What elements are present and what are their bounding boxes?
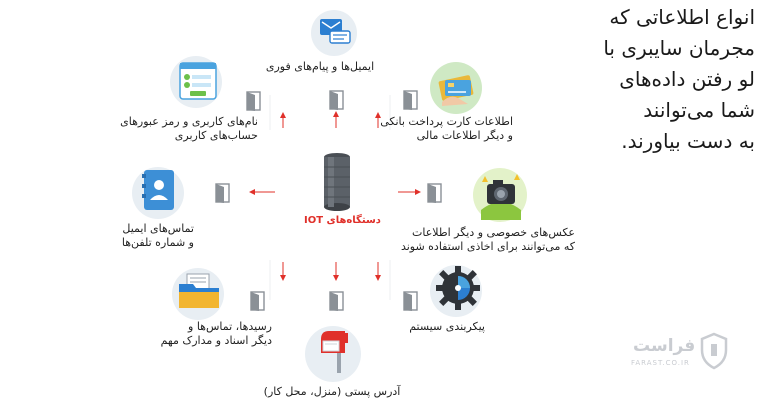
headline-line: مجرمان سایبری با: [603, 36, 755, 60]
headline-line: لو رفتن داده‌های: [619, 67, 755, 91]
email-label: ایمیل‌ها و پیام‌های فوری: [250, 60, 390, 74]
config-label: پیکربندی سیستم: [405, 320, 485, 334]
headline-line: شما می‌توانند: [643, 98, 755, 122]
receipts-label-line: دیگر اسناد و مدارک مهم: [160, 334, 272, 347]
door-icon: [329, 90, 344, 110]
receipts-label: رسیدها، تماس‌ها و دیگر اسناد و مدارک مهم: [150, 320, 272, 348]
chat-email-icon: [320, 19, 351, 44]
bank-label: اطلاعات کارت پرداخت بانکی و دیگر اطلاعات…: [380, 115, 513, 143]
photos-label-line: که می‌توانند برای اخاذی استفاده شوند: [400, 240, 575, 253]
email-label-line: ایمیل‌ها و پیام‌های فوری: [265, 60, 375, 73]
credentials-label-line: نام‌های کاربری و رمز عبورهای: [120, 115, 258, 128]
door-icon: [403, 90, 418, 110]
login-form-icon: [179, 62, 217, 100]
photos-label: عکس‌های خصوصی و دیگر اطلاعات که می‌توانن…: [400, 226, 575, 254]
address-book-icon: [142, 170, 174, 210]
brand-logo: فراست FARAST.CO.IR: [627, 332, 732, 372]
center-label: دستگاه‌های IOT: [304, 215, 381, 226]
camera-icon: [481, 174, 521, 220]
payment-card-icon: [438, 75, 474, 106]
config-label-line: پیکربندی سیستم: [409, 320, 485, 333]
folder-icon: [179, 273, 219, 308]
door-icon: [329, 291, 344, 311]
gear-globe-icon: [436, 266, 480, 310]
contacts-label-line: و شماره تلفن‌ها: [121, 236, 194, 249]
address-label-line: آدرس پستی (منزل، محل کار): [263, 385, 401, 398]
photos-label-line: عکس‌های خصوصی و دیگر اطلاعات: [411, 226, 575, 239]
brand-sub: FARAST.CO.IR: [631, 359, 690, 367]
address-label: آدرس پستی (منزل، محل کار): [262, 385, 402, 399]
headline-line: به دست بیاورند.: [621, 129, 755, 153]
contacts-label: تماس‌های ایمیل و شماره تلفن‌ها: [110, 222, 194, 250]
credentials-label: نام‌های کاربری و رمز عبورهای حساب‌های کا…: [120, 115, 258, 143]
door-icon: [215, 183, 230, 203]
door-icon: [427, 183, 442, 203]
bank-label-line: و دیگر اطلاعات مالی: [416, 129, 513, 142]
door-icon: [246, 91, 261, 111]
headline: انواع اطلاعاتی که مجرمان سایبری با لو رف…: [505, 2, 755, 157]
receipts-label-line: رسیدها، تماس‌ها و: [188, 320, 272, 333]
door-icon: [250, 291, 265, 311]
bank-label-line: اطلاعات کارت پرداخت بانکی: [380, 115, 513, 128]
brand-name: فراست: [633, 336, 696, 356]
contacts-label-line: تماس‌های ایمیل: [122, 222, 194, 235]
shield-icon: [700, 332, 728, 370]
credentials-label-line: حساب‌های کاربری: [174, 129, 258, 142]
iot-speaker-icon: [324, 153, 350, 211]
mailbox-icon: [321, 331, 348, 373]
headline-line: انواع اطلاعاتی که: [609, 5, 755, 29]
door-icon: [403, 291, 418, 311]
